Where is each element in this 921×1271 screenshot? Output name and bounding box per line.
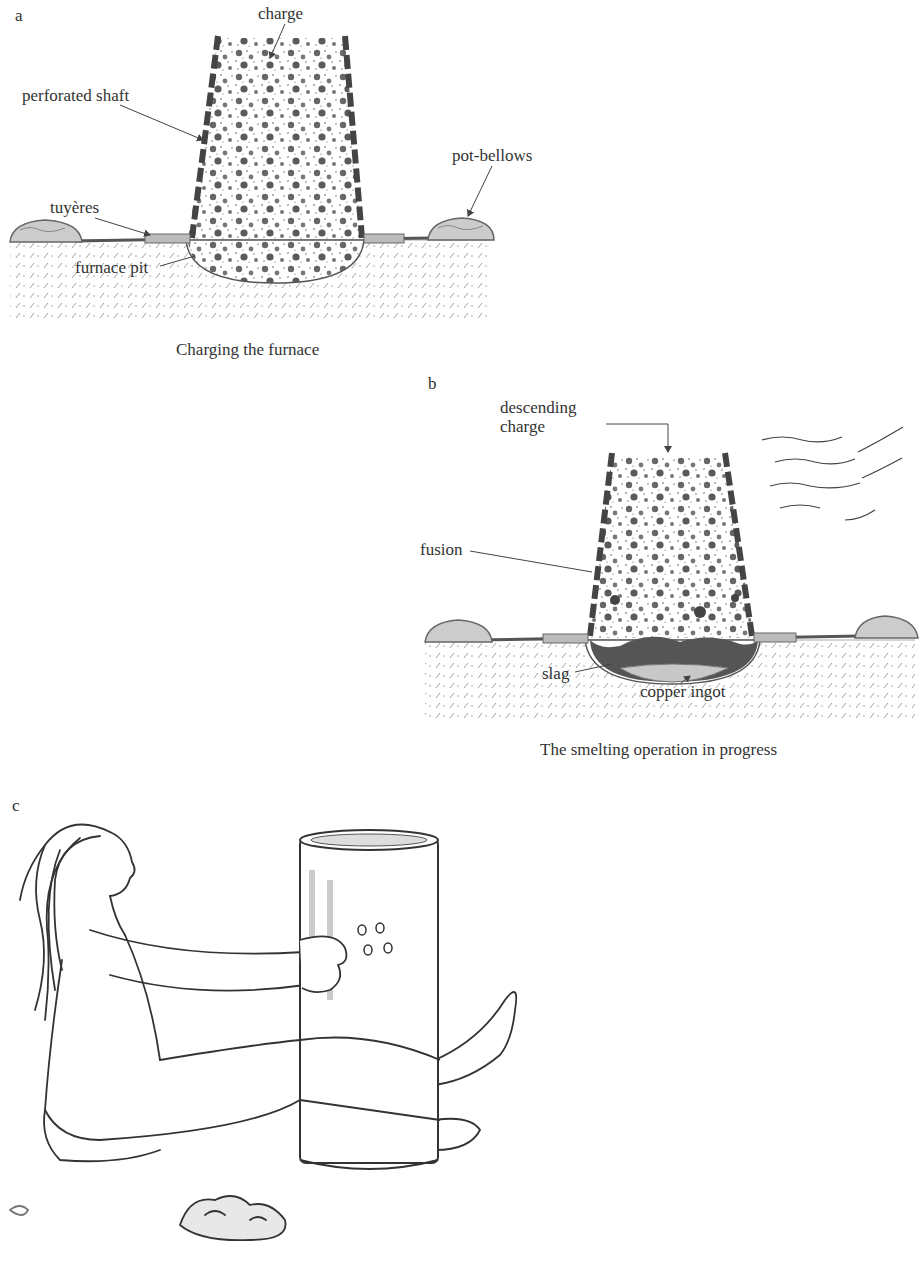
hair	[49, 850, 60, 990]
panel-caption: The smelting operation in progress	[540, 740, 777, 759]
part-label: fusion	[420, 540, 463, 559]
panel-b	[425, 424, 918, 720]
leader-line	[120, 105, 203, 140]
leg	[100, 1100, 300, 1140]
foot	[435, 992, 516, 1085]
shaft-wall	[590, 453, 612, 636]
back	[45, 960, 100, 1140]
hair	[45, 838, 80, 1020]
leader-line	[468, 166, 492, 216]
leg	[300, 1100, 440, 1120]
scribble	[10, 1206, 28, 1215]
hand	[300, 936, 346, 992]
pot-bellows	[428, 218, 494, 240]
leader-line	[606, 424, 668, 452]
furnace-shaft	[300, 830, 438, 1169]
part-label: descending charge	[500, 398, 600, 436]
face	[110, 832, 135, 896]
leader-line	[95, 218, 150, 235]
leg	[300, 1038, 440, 1061]
shaft-wall	[725, 453, 752, 636]
pot-bellows	[10, 220, 82, 242]
panel-caption: Charging the furnace	[176, 340, 319, 359]
fusion-lump	[610, 595, 620, 605]
part-label: tuyères	[50, 198, 99, 217]
part-label: furnace pit	[75, 258, 148, 277]
neck	[110, 896, 125, 935]
part-label: copper ingot	[640, 682, 725, 701]
panel-letter: a	[15, 6, 23, 25]
part-label: perforated shaft	[22, 86, 129, 105]
heat-lines	[762, 427, 903, 520]
fusion-lump	[731, 594, 739, 602]
rocks	[180, 1196, 286, 1240]
tuyere	[145, 234, 190, 243]
fusion-lump	[694, 606, 706, 618]
pot-bellows	[855, 616, 918, 638]
copper-ingot	[620, 664, 728, 682]
part-label: pot-bellows	[452, 146, 532, 165]
loincloth	[44, 1110, 160, 1161]
hair	[54, 836, 100, 970]
panel-c-figure	[10, 824, 516, 1240]
slag	[590, 637, 758, 682]
bellows-skin	[20, 228, 65, 232]
shaft-wall	[345, 36, 362, 238]
hair	[20, 845, 45, 900]
panel-a	[10, 24, 494, 320]
part-label: charge	[258, 4, 303, 23]
tuyere	[364, 234, 404, 243]
leader-line	[270, 24, 285, 58]
panel-letter: c	[12, 796, 20, 815]
tuyere	[543, 634, 588, 643]
thigh	[160, 1040, 300, 1060]
tuyere	[754, 633, 796, 642]
rocks	[205, 1211, 266, 1220]
bellows-skin	[438, 226, 483, 230]
arm	[90, 930, 305, 954]
foot	[435, 1119, 480, 1150]
arm	[110, 975, 305, 991]
leader-line	[575, 664, 612, 672]
pot-bellows	[425, 620, 492, 642]
leader-line	[160, 256, 195, 266]
leader-line	[470, 551, 592, 572]
part-label: slag	[542, 664, 569, 683]
panel-letter: b	[428, 374, 437, 393]
chest	[125, 935, 160, 1060]
